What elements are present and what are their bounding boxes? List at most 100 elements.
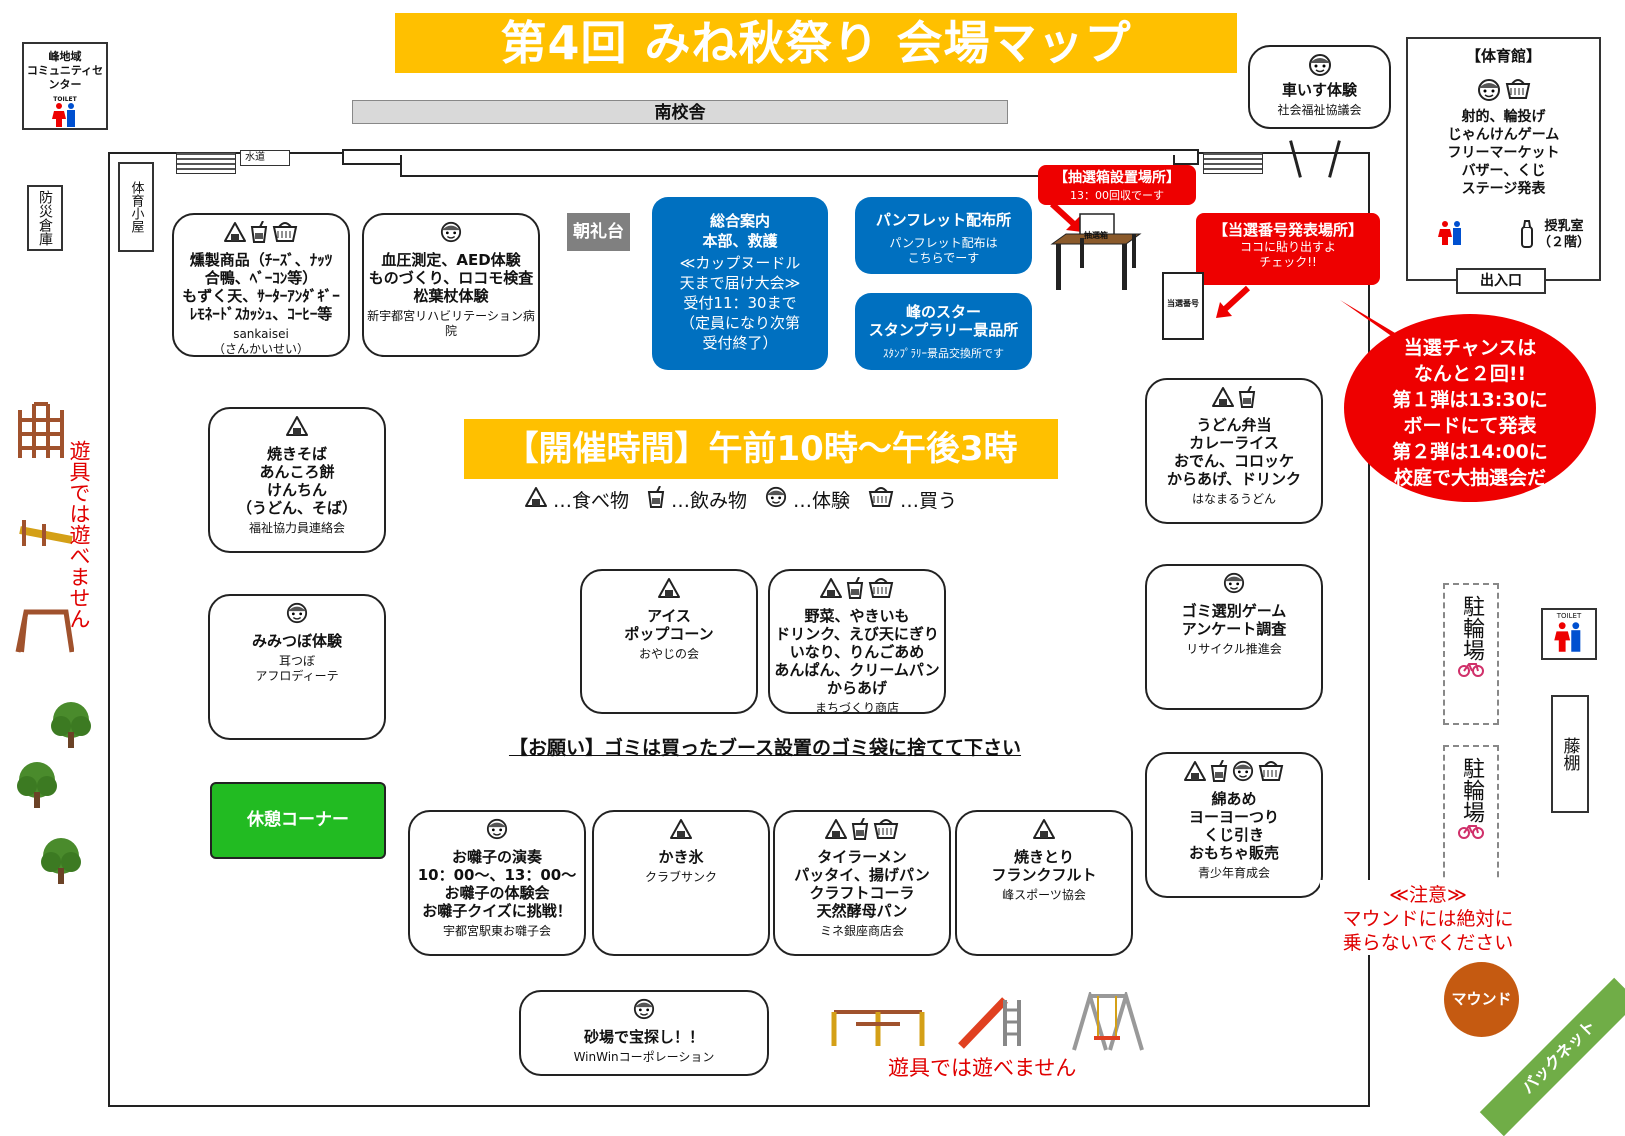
slide-icon [19,520,73,546]
drink-icon [1238,386,1256,412]
bousai-label: 防災倉庫 [37,190,53,246]
booth-main-text: 砂場で宝探し！！ [583,1028,704,1046]
pamphlet-head: パンフレット配布所 [875,211,1012,229]
baby-bottle-icon [1518,219,1536,253]
onigiri-icon [1212,386,1234,412]
booth-org: おやじの会 [638,647,699,661]
onigiri-icon [1184,760,1206,786]
experience-icon [1232,760,1254,786]
experience-icon [486,818,508,844]
mound-label: マウンド [1451,990,1512,1008]
wheelchair-booth: 車いす体験 社会福祉協議会 [1248,45,1391,129]
drink-icon [846,577,864,603]
experience-icon [286,602,308,628]
bike-label: 駐輪場 [1459,757,1484,823]
rest-corner-label: 休憩コーナー [247,810,349,830]
booth-org: 峰スポーツ協会 [1002,888,1086,902]
experience-icon [440,221,462,247]
booth-yakitori: 焼きとり フランクフルト峰スポーツ協会 [955,810,1133,956]
page-title: 第4回 みね秋祭り 会場マップ [395,13,1237,73]
community-center-label: 峰地域 コミュニティセンター [26,50,104,91]
stamp-booth: 峰のスター スタンプラリー景品所 ｽﾀﾝﾌﾟﾗﾘｰ景品交換所です [855,293,1032,370]
booth-udon: うどん弁当 カレーライス おでん、コロッケ からあげ、ドリンクはなまるうどん [1145,378,1323,524]
tree-icon [17,762,57,808]
toilet-icon: TOILET [24,96,106,130]
booth-main-text: 燻製商品（ﾁｰｽﾞ、ﾅｯﾂ 合鴨、ﾍﾞｰｺﾝ等） もずく天、ｻｰﾀｰｱﾝﾀﾞｷﾞ… [182,251,340,323]
booth-icons [174,221,348,247]
stamp-head: 峰のスター スタンプラリー景品所 [868,303,1019,339]
onigiri-icon [286,415,308,441]
caution-head: ≪注意≫ [1389,884,1467,906]
booth-thai: タイラーメン パッタイ、揚げパン クラフトコーラ 天然酵母パンミネ銀座商店会 [773,810,951,956]
booth-main-text: 車いす体験 [1281,81,1357,99]
booth-yakisoba: 焼きそば あんころ餅 けんちん （うどん、そば）福祉協力員連絡会 [208,407,386,553]
lottery-table-icon [1050,213,1142,290]
speech-bubble-shape [1340,300,1596,502]
booth-icons [410,818,584,844]
toilet-right: TOILET [1541,608,1597,660]
basket-icon [272,221,298,247]
onigiri-icon [658,577,680,603]
booth-org: リサイクル推進会 [1186,642,1282,656]
water-tap-label: 水道 [245,152,265,163]
playground-note: 遊具では遊べません [888,1056,1077,1080]
caution-body: マウンドには絶対に 乗らないでください [1342,908,1514,954]
booth-kakigori: かき氷クラブサンク [592,810,770,956]
equipment-shed-label: 体育小屋 [128,181,144,233]
toilet-icon [1543,620,1595,658]
experience-icon [765,486,787,513]
booth-org: クラブサンク [644,870,717,884]
nursing-room: 授乳室 （２階） [1538,219,1591,250]
drink-icon [1210,760,1228,786]
lottery-box-label: 【抽選箱設置場所】 13：00回収でーす [1038,165,1196,205]
info-head: 総合案内 本部、救護 [702,212,778,250]
booth-icons [770,577,944,603]
toilet-label: TOILET [53,96,77,103]
bike-label: 駐輪場 [1459,595,1484,661]
booth-icons [1147,760,1321,786]
basket-icon [1505,78,1531,104]
booth-hayashi: お囃子の演奏 10：00～、13：00～ お囃子の体験会 お囃子クイズに挑戦！ 宇… [408,810,586,956]
wisteria-label: 藤棚 [1559,737,1580,771]
experience-icon [1477,78,1501,104]
booth-smoke: 燻製商品（ﾁｰｽﾞ、ﾅｯﾂ 合鴨、ﾍﾞｰｺﾝ等） もずく天、ｻｰﾀｰｱﾝﾀﾞｷﾞ… [172,213,350,357]
booth-org: はなまるうどん [1191,492,1276,506]
gymnasium: 【体育館】 射的、輪投げ じゃんけんゲーム フリーマーケット バザー、くじ ステ… [1406,37,1601,281]
chorei-label: 朝礼台 [573,222,624,242]
south-building-label: 南校舎 [654,103,706,123]
equipment-shed: 体育小屋 [118,162,154,252]
caution: ≪注意≫ マウンドには絶対に 乗らないでください [1320,880,1536,955]
gym-items: 射的、輪投げ じゃんけんゲーム フリーマーケット バザー、くじ ステージ発表 [1447,109,1560,197]
booth-main-text: うどん弁当 カレーライス おでん、コロッケ からあげ、ドリンク [1167,416,1301,488]
stairs-left [176,152,236,174]
booth-org: 宇都宮駅東お囃子会 [442,924,551,938]
winning-board: 当選番号 [1162,272,1204,340]
stamp-body: ｽﾀﾝﾌﾟﾗﾘｰ景品交換所です [883,347,1004,360]
backnet-label: バックネット [1517,1015,1600,1098]
experience-icon [633,998,655,1024]
booth-main-text: 焼きそば あんころ餅 けんちん （うどん、そば） [236,445,357,517]
booth-icons [1250,53,1389,79]
lottery-box-tag: 抽選箱 [1084,231,1108,240]
winning-board-label: 当選番号 [1167,299,1199,308]
booth-icons [210,602,384,628]
jungle-gym-icon [18,402,64,458]
drink-icon [250,221,268,247]
basket-icon [873,818,899,844]
winning-head: 【当選番号発表場所】 [1212,221,1363,239]
playground-note-vertical: 遊具では遊べません [67,440,91,629]
onigiri-icon [224,221,246,247]
gym-title: 【体育館】 [1465,47,1541,65]
booth-org: WinWinコーポレーション [573,1050,715,1064]
onigiri-icon [1033,818,1055,844]
booth-wata: 綿あめ ヨーヨーつり くじ引き おもちゃ販売青少年育成会 [1145,752,1323,898]
booth-main-text: 焼きとり フランクフルト [991,848,1097,884]
winning-number-label: 【当選番号発表場所】 ココに貼り出すよ チェック!! [1196,213,1380,285]
booth-main-text: 野菜、やきいも ドリンク、えび天にぎり いなり、りんごあめ あんぱん、クリームパ… [774,607,940,697]
booth-main-text: みみつぼ体験 [251,632,342,650]
pamphlet-body: パンフレット配布は こちらでーす [889,236,998,265]
booth-blood: 血圧測定、AED体験 ものづくり、ロコモ検査 松葉杖体験新宇都宮リハビリテーショ… [362,213,540,357]
experience-icon [1223,572,1245,598]
booth-main-text: お囃子の演奏 10：00～、13：00～ お囃子の体験会 お囃子クイズに挑戦！ [417,848,577,920]
gym-entrance: 出入口 [1456,268,1546,294]
